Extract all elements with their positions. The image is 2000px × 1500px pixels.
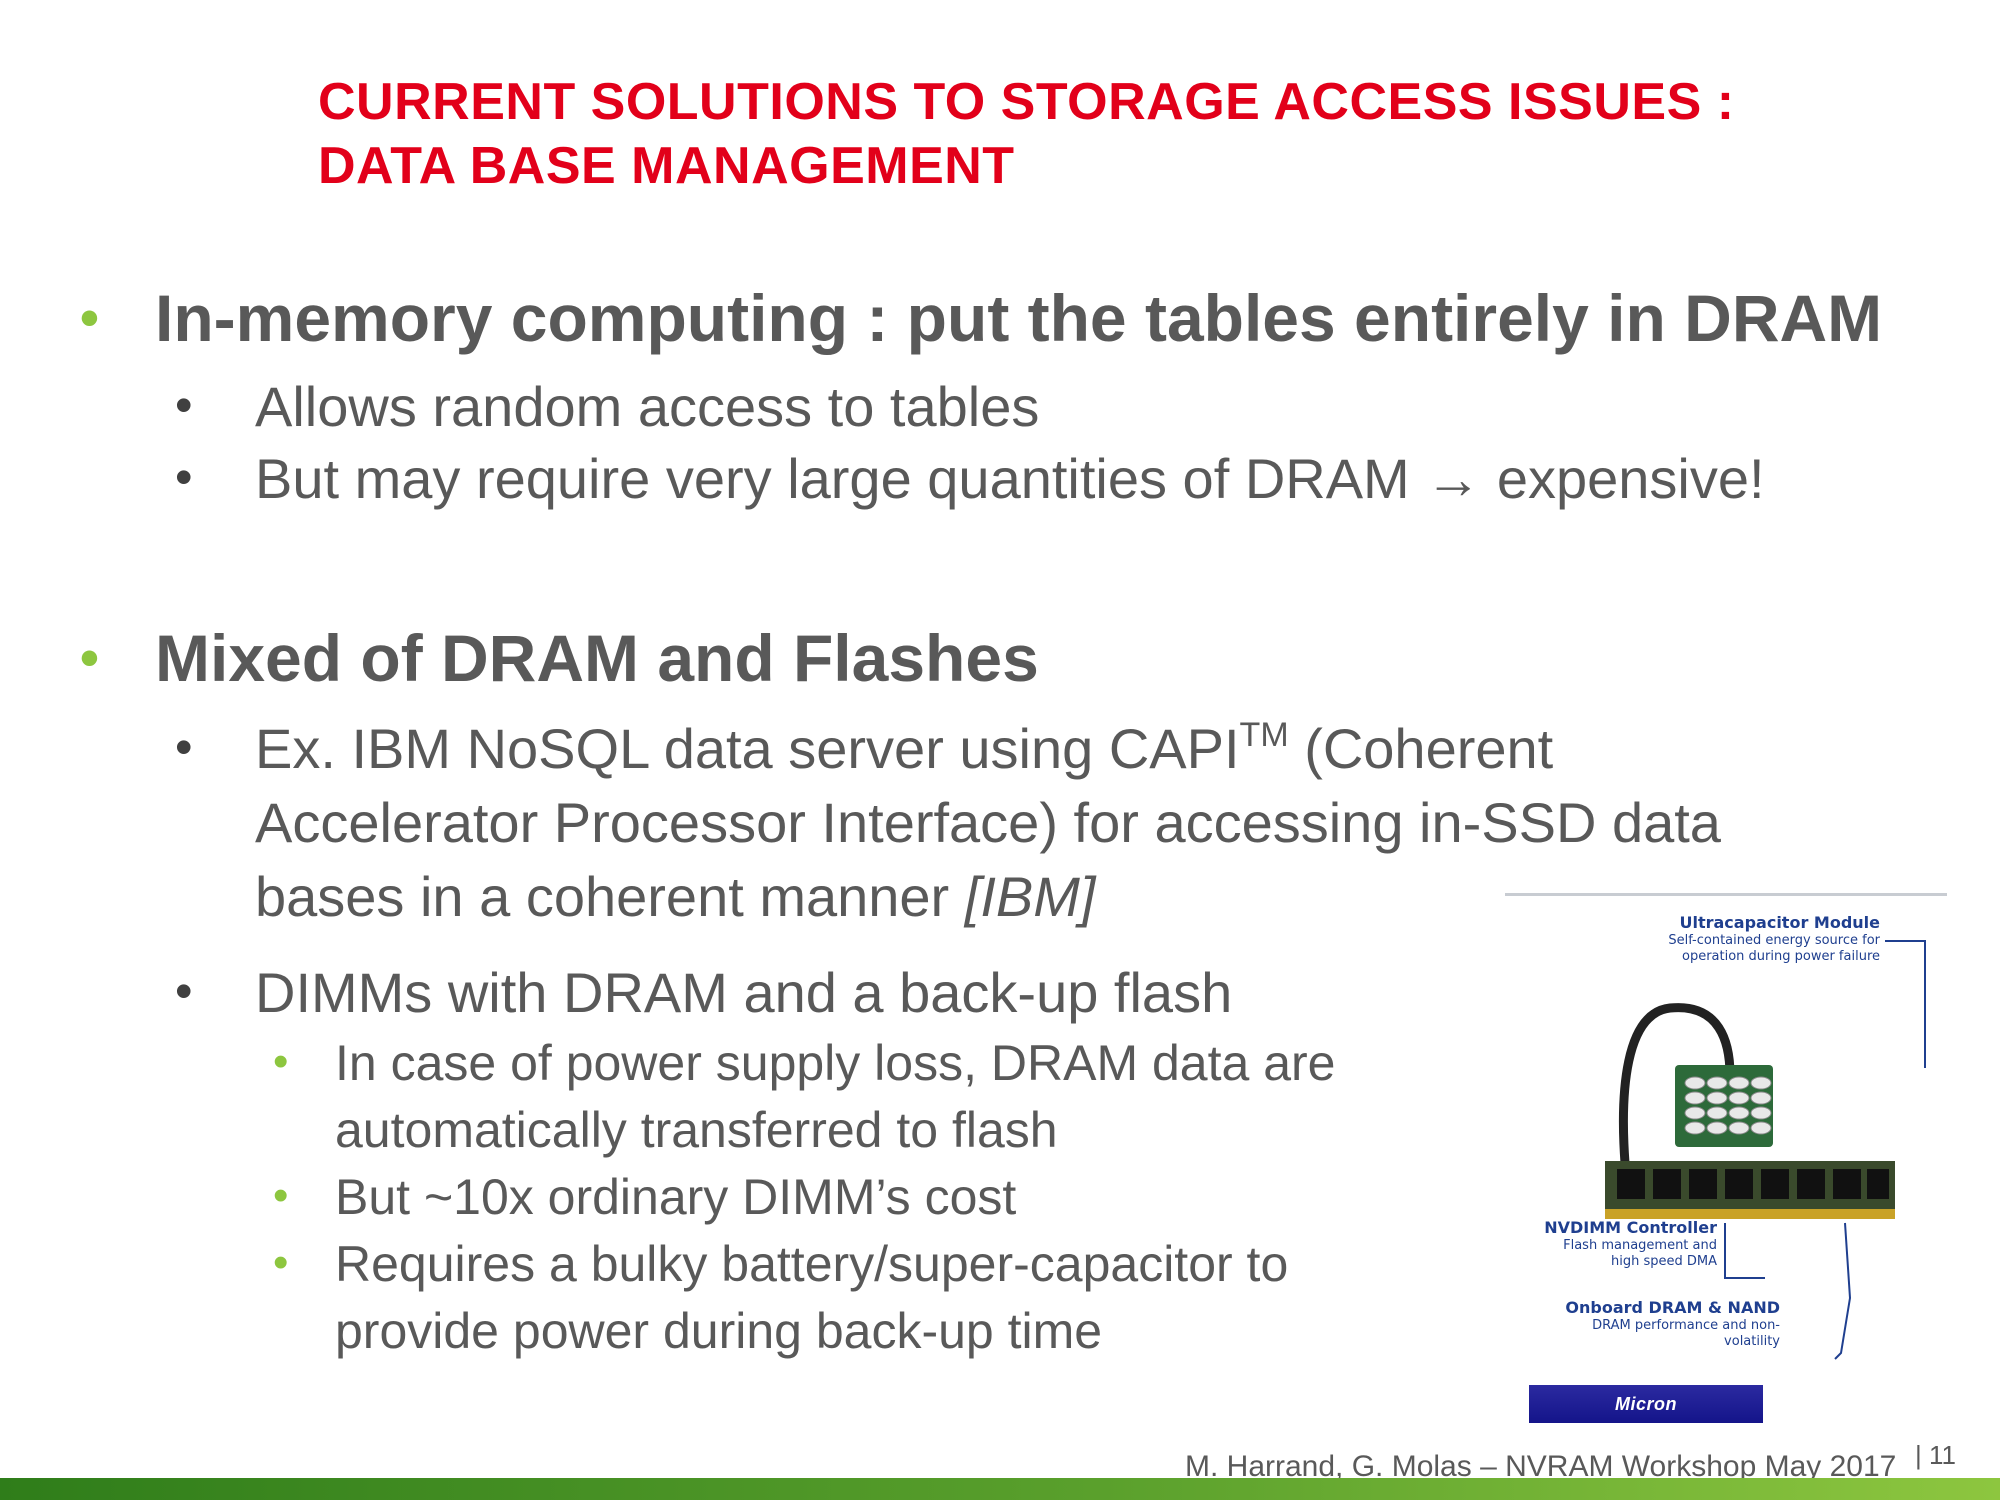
figure-top-rule bbox=[1505, 893, 1947, 896]
line-1: Requires a bulky battery/super-capacitor… bbox=[335, 1236, 1289, 1292]
sub-bullet-dram-expensive: • But may require very large quantities … bbox=[175, 442, 1765, 516]
bullet-mixed-dram-flash: • Mixed of DRAM and Flashes bbox=[80, 618, 1039, 698]
nvdimm-figure: Ultracapacitor Module Self-contained ene… bbox=[1505, 893, 1947, 1433]
label-title: Ultracapacitor Module bbox=[1679, 913, 1880, 932]
cable-icon bbox=[1618, 1003, 1735, 1168]
label-desc-1: Self-contained energy source for bbox=[1668, 933, 1880, 948]
slide-title: CURRENT SOLUTIONS TO STORAGE ACCESS ISSU… bbox=[318, 70, 1918, 198]
sub-bullet-line-1: Ex. IBM NoSQL data server using CAPITM (… bbox=[255, 712, 1905, 786]
text-pre: Ex. IBM NoSQL data server using CAPI bbox=[255, 717, 1240, 780]
sub-bullet-text: DIMMs with DRAM and a back-up flash bbox=[255, 961, 1233, 1024]
label-desc-1: Flash management and bbox=[1563, 1238, 1717, 1253]
line-1: In case of power supply loss, DRAM data … bbox=[335, 1035, 1336, 1091]
bullet-icon: • bbox=[175, 719, 193, 775]
green-bullet-icon: • bbox=[80, 288, 99, 348]
sub-sub-bullet-cost: • But ~10x ordinary DIMM’s cost bbox=[273, 1164, 1017, 1231]
label-title: Onboard DRAM & NAND bbox=[1565, 1298, 1780, 1317]
sub-bullet-random-access: • Allows random access to tables bbox=[175, 370, 1040, 444]
citation: [IBM] bbox=[964, 865, 1096, 928]
sub-bullet-ibm-capi: • Ex. IBM NoSQL data server using CAPITM… bbox=[175, 712, 1905, 934]
sub-sub-bullet-power-loss: • In case of power supply loss, DRAM dat… bbox=[273, 1030, 1336, 1164]
line-1: But ~10x ordinary DIMM’s cost bbox=[335, 1169, 1017, 1225]
label-title: NVDIMM Controller bbox=[1544, 1218, 1717, 1237]
green-bullet-icon: • bbox=[80, 628, 99, 688]
bullet-icon: • bbox=[175, 377, 193, 433]
callout-line-onboard bbox=[1834, 1222, 1852, 1360]
title-line-2: DATA BASE MANAGEMENT bbox=[318, 137, 1015, 195]
text-line3: bases in a coherent manner bbox=[255, 865, 965, 928]
footer-authors: M. Harrand, G. Molas – NVRAM Workshop Ma… bbox=[1185, 1450, 1897, 1483]
line-2: automatically transferred to flash bbox=[335, 1102, 1058, 1158]
label-onboard-dram-nand: Onboard DRAM & NAND DRAM performance and… bbox=[1505, 1298, 1780, 1350]
title-line-1: CURRENT SOLUTIONS TO STORAGE ACCESS ISSU… bbox=[318, 73, 1735, 131]
line-2: provide power during back-up time bbox=[335, 1303, 1103, 1359]
ultracapacitor-icon bbox=[1675, 1065, 1773, 1147]
sub-bullet-line-2: Accelerator Processor Interface) for acc… bbox=[255, 791, 1721, 854]
sub-bullet-text: But may require very large quantities of… bbox=[255, 447, 1765, 510]
micron-logo: Micron bbox=[1529, 1385, 1763, 1423]
bullet-text: Mixed of DRAM and Flashes bbox=[155, 621, 1039, 695]
label-desc-2: operation during power failure bbox=[1682, 949, 1880, 964]
label-desc-1: DRAM performance and non- bbox=[1592, 1318, 1780, 1333]
dimm-module-icon bbox=[1605, 1161, 1895, 1219]
bullet-text: In-memory computing : put the tables ent… bbox=[155, 281, 1883, 355]
bullet-icon: • bbox=[175, 449, 193, 505]
text-post: (Coherent bbox=[1288, 717, 1554, 780]
bullet-in-memory: • In-memory computing : put the tables e… bbox=[80, 278, 1883, 358]
sub-bullet-line-3: bases in a coherent manner [IBM] bbox=[255, 860, 1905, 934]
sub-bullet-text: Allows random access to tables bbox=[255, 375, 1040, 438]
label-desc-2: volatility bbox=[1724, 1334, 1780, 1349]
bottom-green-bar bbox=[0, 1478, 2000, 1500]
label-desc-2: high speed DMA bbox=[1611, 1254, 1717, 1269]
callout-line-controller bbox=[1724, 1223, 1765, 1279]
green-bullet-icon: • bbox=[273, 1037, 289, 1086]
page-number: | 11 bbox=[1915, 1440, 1956, 1470]
nvdimm-illustration bbox=[1605, 940, 1926, 1360]
green-bullet-icon: • bbox=[273, 1171, 289, 1220]
green-bullet-icon: • bbox=[273, 1238, 289, 1287]
sub-sub-bullet-battery: • Requires a bulky battery/super-capacit… bbox=[273, 1231, 1289, 1365]
trademark-sup: TM bbox=[1239, 716, 1289, 754]
label-nvdimm-controller: NVDIMM Controller Flash management and h… bbox=[1505, 1218, 1717, 1270]
sub-bullet-dimms: • DIMMs with DRAM and a back-up flash bbox=[175, 956, 1233, 1030]
callout-line-ultracap bbox=[1885, 940, 1926, 1068]
label-ultracapacitor: Ultracapacitor Module Self-contained ene… bbox=[1505, 913, 1880, 965]
bullet-icon: • bbox=[175, 963, 193, 1019]
